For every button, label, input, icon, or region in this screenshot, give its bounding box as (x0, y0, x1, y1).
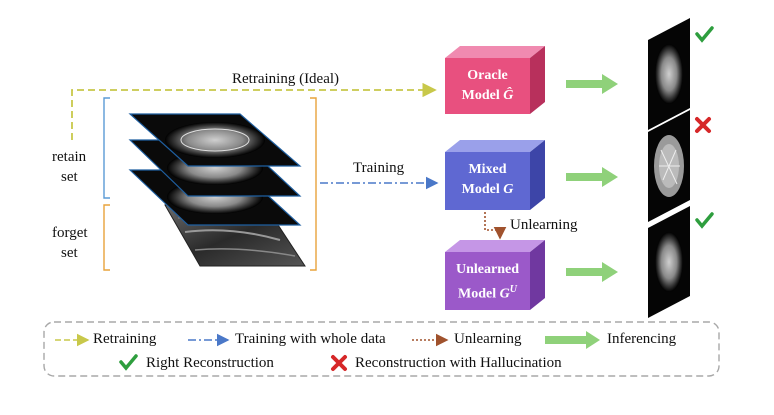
legend-cross-icon (331, 355, 347, 371)
legend (43, 321, 720, 377)
retraining-ideal-path (71, 82, 437, 140)
legend-training-whole-label: Training with whole data (235, 331, 386, 347)
legend-right-reconstruction-label: Right Reconstruction (146, 355, 274, 371)
legend-inferencing-label: Inferencing (607, 331, 677, 347)
oracle-model-line2: Model (461, 88, 500, 103)
legend-inferencing-arrow (545, 331, 600, 349)
unlearned-model-sup: U (509, 284, 517, 295)
mixed-model-label: Mixed Model G (445, 160, 530, 200)
output-image-3 (648, 206, 690, 318)
inferencing-arrow-2 (566, 167, 618, 187)
unlearned-model-line2: Model (458, 286, 497, 302)
cross-icon (695, 117, 711, 133)
forget-bracket (103, 204, 110, 271)
retain-label-line2: set (61, 169, 78, 185)
oracle-model-label: Oracle Model Ĝ (445, 66, 530, 106)
mixed-model-cube (445, 140, 545, 210)
forget-label-line2: set (61, 245, 78, 261)
dataset-slices (128, 113, 306, 267)
unlearned-model-symbol: G (499, 286, 510, 302)
unlearning-arrow (484, 212, 507, 240)
check-icon (695, 212, 714, 229)
inferencing-arrow-1 (566, 74, 618, 94)
oracle-model-line1: Oracle (467, 68, 508, 83)
mixed-model-symbol: G (503, 182, 514, 197)
output-image-2 (648, 110, 690, 222)
unlearned-model-label: Unlearned Model GU (445, 260, 530, 305)
legend-unlearning-label: Unlearning (454, 331, 522, 347)
retain-slice-1 (128, 113, 302, 167)
retain-label-line1: retain (52, 149, 87, 165)
mixed-model-line1: Mixed (468, 162, 507, 177)
oracle-model-symbol: Ĝ (503, 88, 514, 103)
mixed-model-line2: Model (461, 182, 500, 197)
training-label: Training (353, 160, 405, 176)
dataset-right-bracket (310, 97, 317, 271)
legend-hallucination-label: Reconstruction with Hallucination (355, 355, 562, 371)
unlearning-label: Unlearning (510, 217, 578, 233)
inferencing-arrow-3 (566, 262, 618, 282)
check-icon (695, 26, 714, 43)
forget-label-line1: forget (52, 225, 88, 241)
legend-check-icon (119, 354, 138, 371)
unlearned-model-cube (445, 240, 545, 310)
retain-bracket (103, 97, 110, 199)
oracle-model-cube (445, 46, 545, 114)
legend-retraining-label: Retraining (93, 331, 157, 347)
retraining-ideal-label: Retraining (Ideal) (232, 71, 340, 87)
output-image-1 (648, 18, 690, 130)
unlearned-model-line1: Unlearned (456, 262, 519, 277)
